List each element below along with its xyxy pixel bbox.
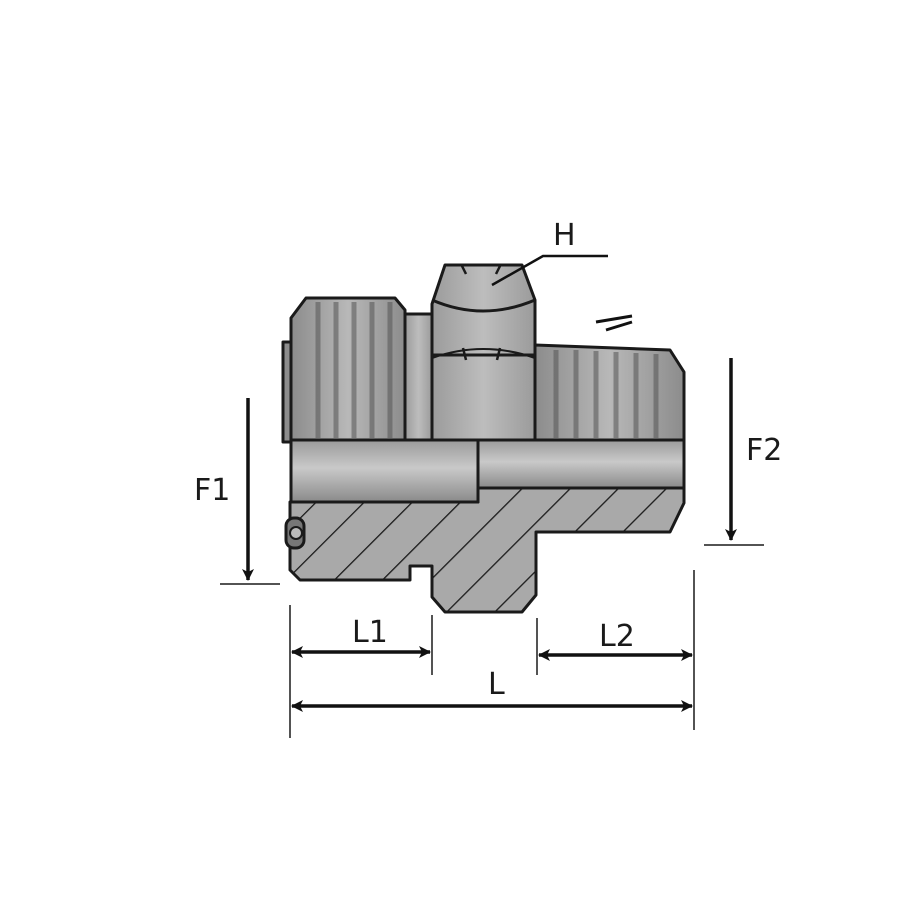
label-l: L [488, 667, 505, 702]
hex-mid-arc [431, 348, 536, 359]
bore-left [289, 438, 480, 504]
neck [403, 312, 434, 442]
hex-top-arc [431, 298, 536, 313]
label-f2: F2 [746, 433, 782, 468]
right-thread [533, 343, 686, 442]
seal-face [281, 340, 293, 444]
right-thread-lines [553, 350, 659, 438]
label-h: H [553, 218, 576, 253]
left-thread-lines [315, 302, 393, 438]
hex-corner-marks [460, 265, 502, 361]
h-leader-line [491, 254, 608, 287]
o-ring [284, 516, 306, 550]
label-l1: L1 [352, 615, 388, 650]
label-f1: F1 [194, 473, 230, 508]
section-hatched-body [288, 486, 686, 614]
taper-symbol [595, 314, 633, 332]
label-l2: L2 [599, 619, 635, 654]
bore-right [476, 438, 686, 490]
